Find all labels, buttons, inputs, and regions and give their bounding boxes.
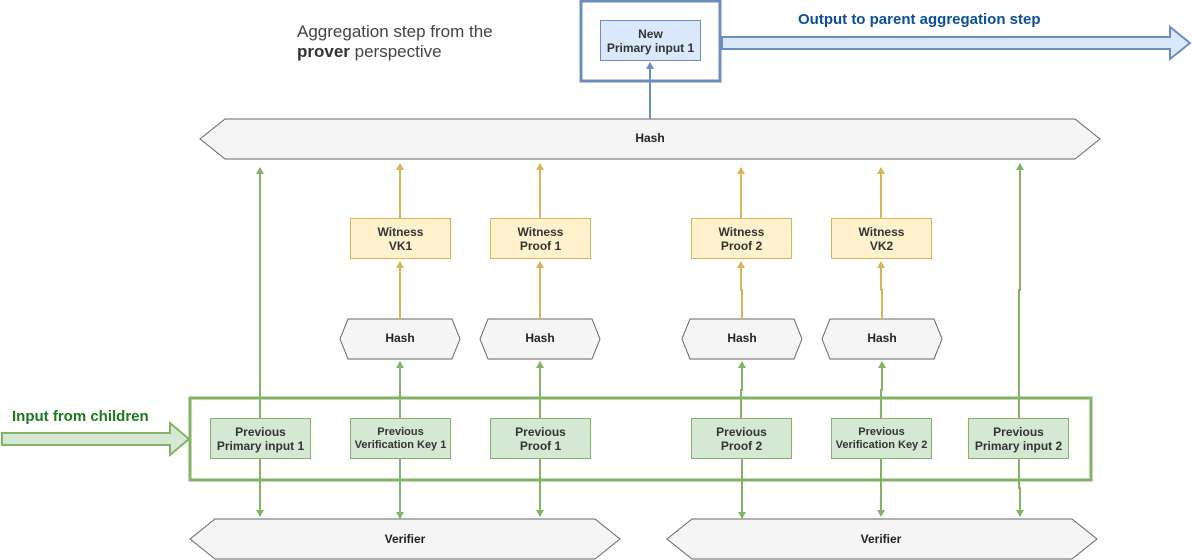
witness-proof1-box: Witness Proof 1 bbox=[490, 218, 591, 259]
previous-proof-1-box: Previous Proof 1 bbox=[490, 418, 591, 459]
arrow-prev-vk2-to-hash bbox=[878, 361, 886, 418]
previous-verification-key-2-box: Previous Verification Key 2 bbox=[831, 418, 932, 459]
hash-shape-2 bbox=[479, 318, 601, 360]
arrow-prev-pi2-to-verifier bbox=[1016, 458, 1024, 517]
verifier-shape-left bbox=[189, 518, 621, 560]
input-arrow bbox=[1, 420, 191, 458]
output-arrow bbox=[721, 24, 1192, 62]
arrow-prev-proof2-to-hash bbox=[738, 361, 746, 418]
arrow-prev-pi2-to-top-hash bbox=[1016, 163, 1024, 418]
verifier-shape-right bbox=[666, 518, 1098, 560]
hash-shape-1 bbox=[339, 318, 461, 360]
title-line1: Aggregation step from the bbox=[297, 22, 493, 41]
title-bold-word: prover bbox=[297, 42, 350, 61]
diagram-title: Aggregation step from the prover perspec… bbox=[297, 22, 493, 62]
witness-vk1-box: Witness VK1 bbox=[350, 218, 451, 259]
top-hash-shape bbox=[199, 118, 1101, 160]
children-container bbox=[188, 396, 1093, 482]
output-label: Output to parent aggregation step bbox=[798, 11, 1041, 28]
witness-proof2-box: Witness Proof 2 bbox=[691, 218, 792, 259]
previous-proof-2-box: Previous Proof 2 bbox=[691, 418, 792, 459]
arrow-hash4-to-witness bbox=[877, 261, 885, 319]
hash-shape-4 bbox=[821, 318, 943, 360]
previous-primary-input-1-box: Previous Primary input 1 bbox=[210, 418, 311, 459]
previous-verification-key-1-box: Previous Verification Key 1 bbox=[350, 418, 451, 459]
arrow-hash3-to-witness bbox=[737, 261, 745, 319]
previous-primary-input-2-box: Previous Primary input 2 bbox=[968, 418, 1069, 459]
title-line2-rest: perspective bbox=[349, 42, 442, 61]
hash-shape-3 bbox=[681, 318, 803, 360]
input-label: Input from children bbox=[12, 408, 149, 425]
witness-vk2-box: Witness VK2 bbox=[831, 218, 932, 259]
new-primary-input-box: New Primary input 1 bbox=[600, 20, 701, 61]
